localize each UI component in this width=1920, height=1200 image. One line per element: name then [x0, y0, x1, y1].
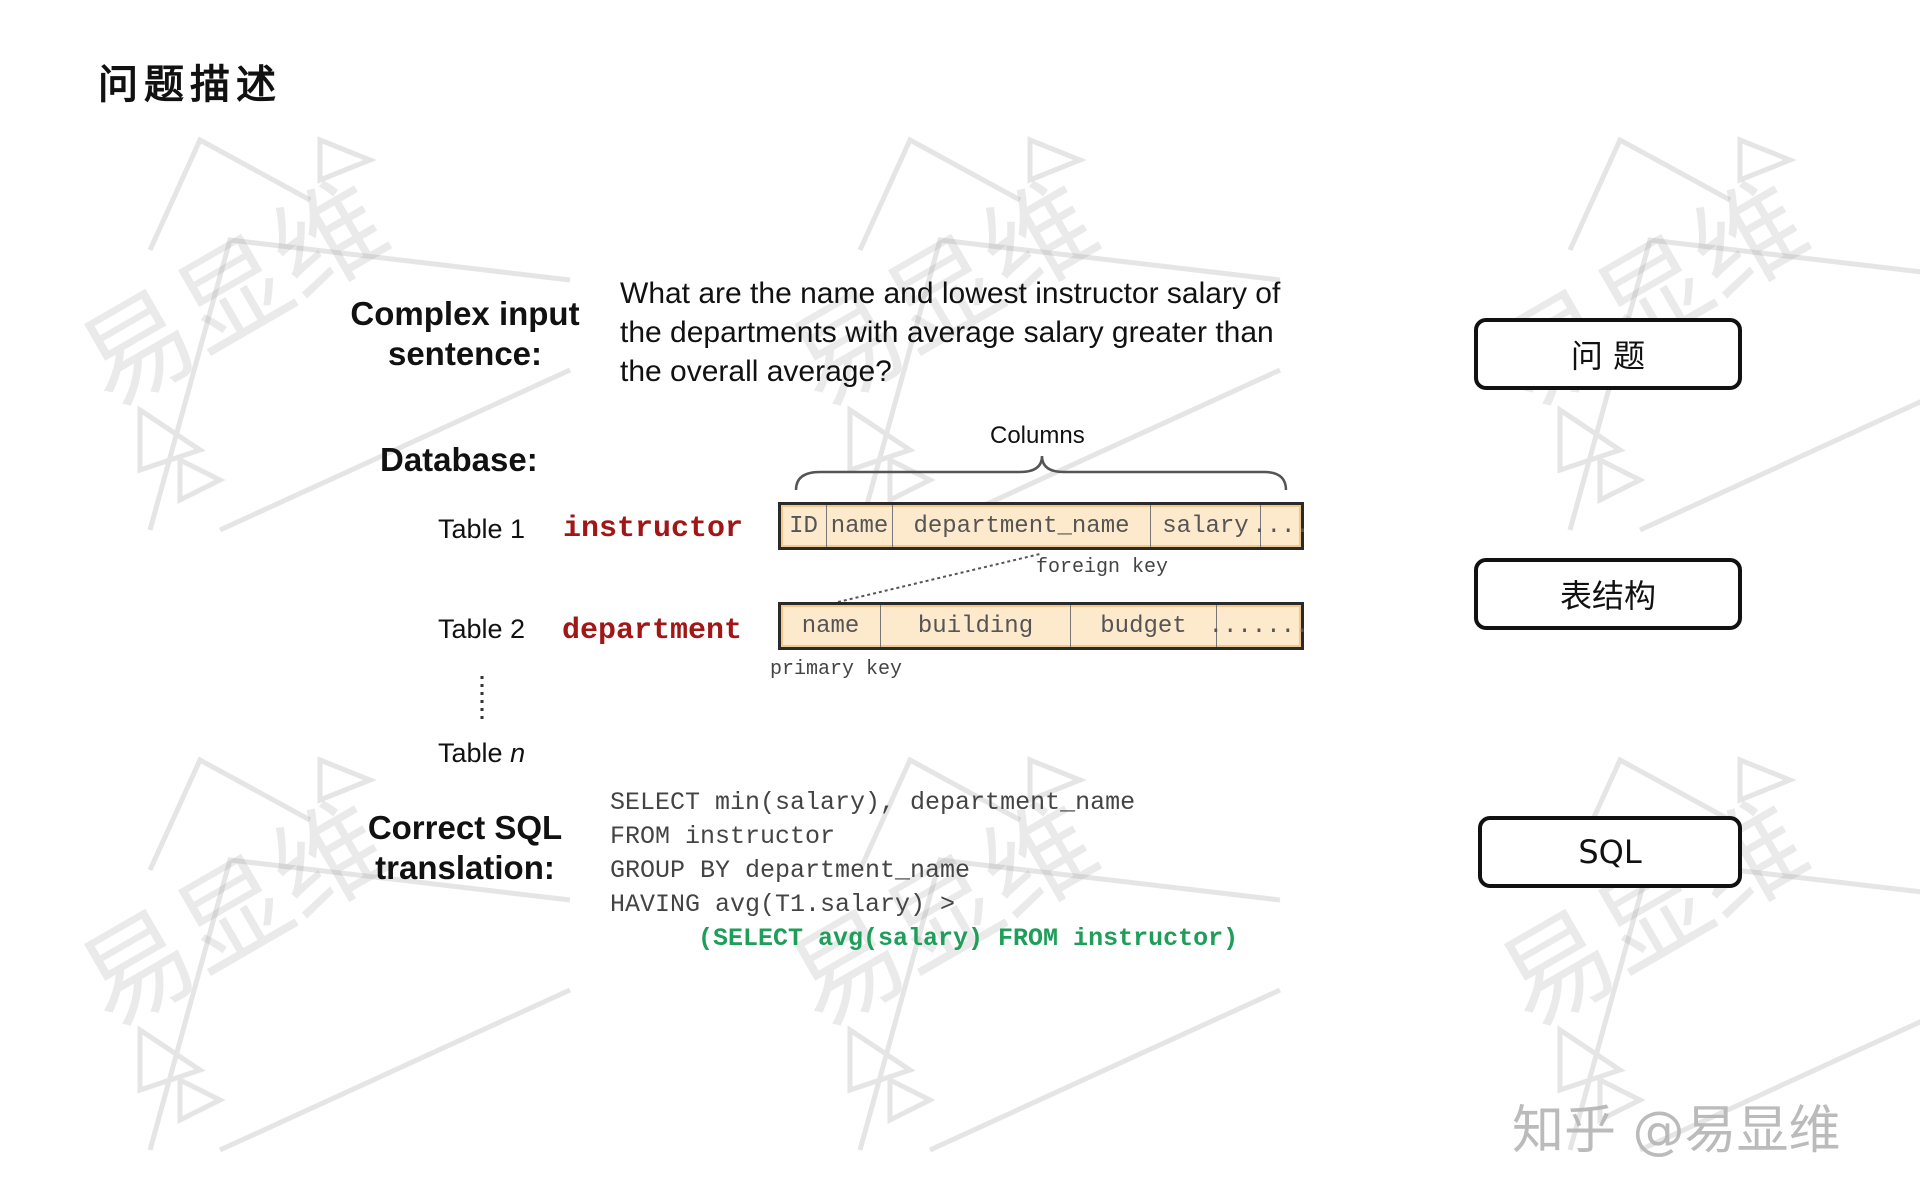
question-tag: 问 题: [1474, 318, 1742, 390]
vertical-ellipsis-icon: [480, 676, 484, 722]
sql-label: Correct SQL translation:: [360, 808, 570, 888]
input-label-line-2: sentence:: [387, 335, 543, 372]
sql-subquery: (SELECT avg(salary) FROM instructor): [698, 924, 1239, 953]
input-label: Complex input sentence:: [340, 294, 590, 374]
foreign-key-note: foreign key: [1036, 556, 1169, 579]
column-id: ID: [781, 505, 827, 547]
column-department-name: department_name: [893, 505, 1151, 547]
columns-brace: [794, 455, 1288, 491]
sql-line-3: GROUP BY department_name: [610, 856, 971, 885]
column-dept-name: name: [781, 605, 881, 647]
primary-key-note: primary key: [770, 658, 903, 681]
sql-label-line-1: Correct SQL: [367, 809, 563, 846]
question-line-2: the departments with average salary grea…: [620, 316, 1274, 349]
question-text: What are the name and lowest instructor …: [620, 274, 1380, 391]
column-name: name: [827, 505, 893, 547]
database-label: Database:: [380, 441, 538, 478]
sql-label-line-2: translation:: [375, 849, 555, 886]
schema-tag: 表结构: [1474, 558, 1742, 630]
watermark-text: 易显维: [1479, 157, 1829, 433]
column-more: .......: [1208, 612, 1310, 640]
sql-line-4: HAVING avg(T1.salary) >: [610, 890, 956, 919]
page-heading: 问题描述: [98, 62, 282, 108]
instructor-schema: ID name department_name salary ....: [778, 502, 1310, 550]
column-more: ....: [1252, 512, 1310, 540]
department-schema: name building budget .......: [778, 602, 1310, 650]
table-1-label: Table 1: [438, 514, 526, 544]
input-label-line-1: Complex input: [350, 295, 580, 332]
watermark-text: 易显维: [59, 777, 409, 1053]
table-1-name: instructor: [563, 512, 744, 546]
column-building: building: [881, 605, 1071, 647]
table-n-label: Table n: [438, 738, 526, 768]
question-line-3: the overall average?: [620, 355, 892, 388]
sql-line-2: FROM instructor: [610, 822, 836, 851]
zhihu-credit: 知乎 @易显维: [1512, 1101, 1841, 1161]
sql-tag: SQL: [1478, 816, 1742, 888]
question-line-1: What are the name and lowest instructor …: [620, 277, 1281, 310]
column-budget: budget: [1071, 605, 1217, 647]
table-2-name: department: [562, 614, 743, 648]
table-2-label: Table 2: [438, 614, 526, 644]
columns-label: Columns: [990, 422, 1085, 449]
column-salary: salary: [1151, 505, 1261, 547]
sql-line-1: SELECT min(salary), department_name: [610, 788, 1136, 817]
foreign-key-link: [837, 553, 1041, 603]
